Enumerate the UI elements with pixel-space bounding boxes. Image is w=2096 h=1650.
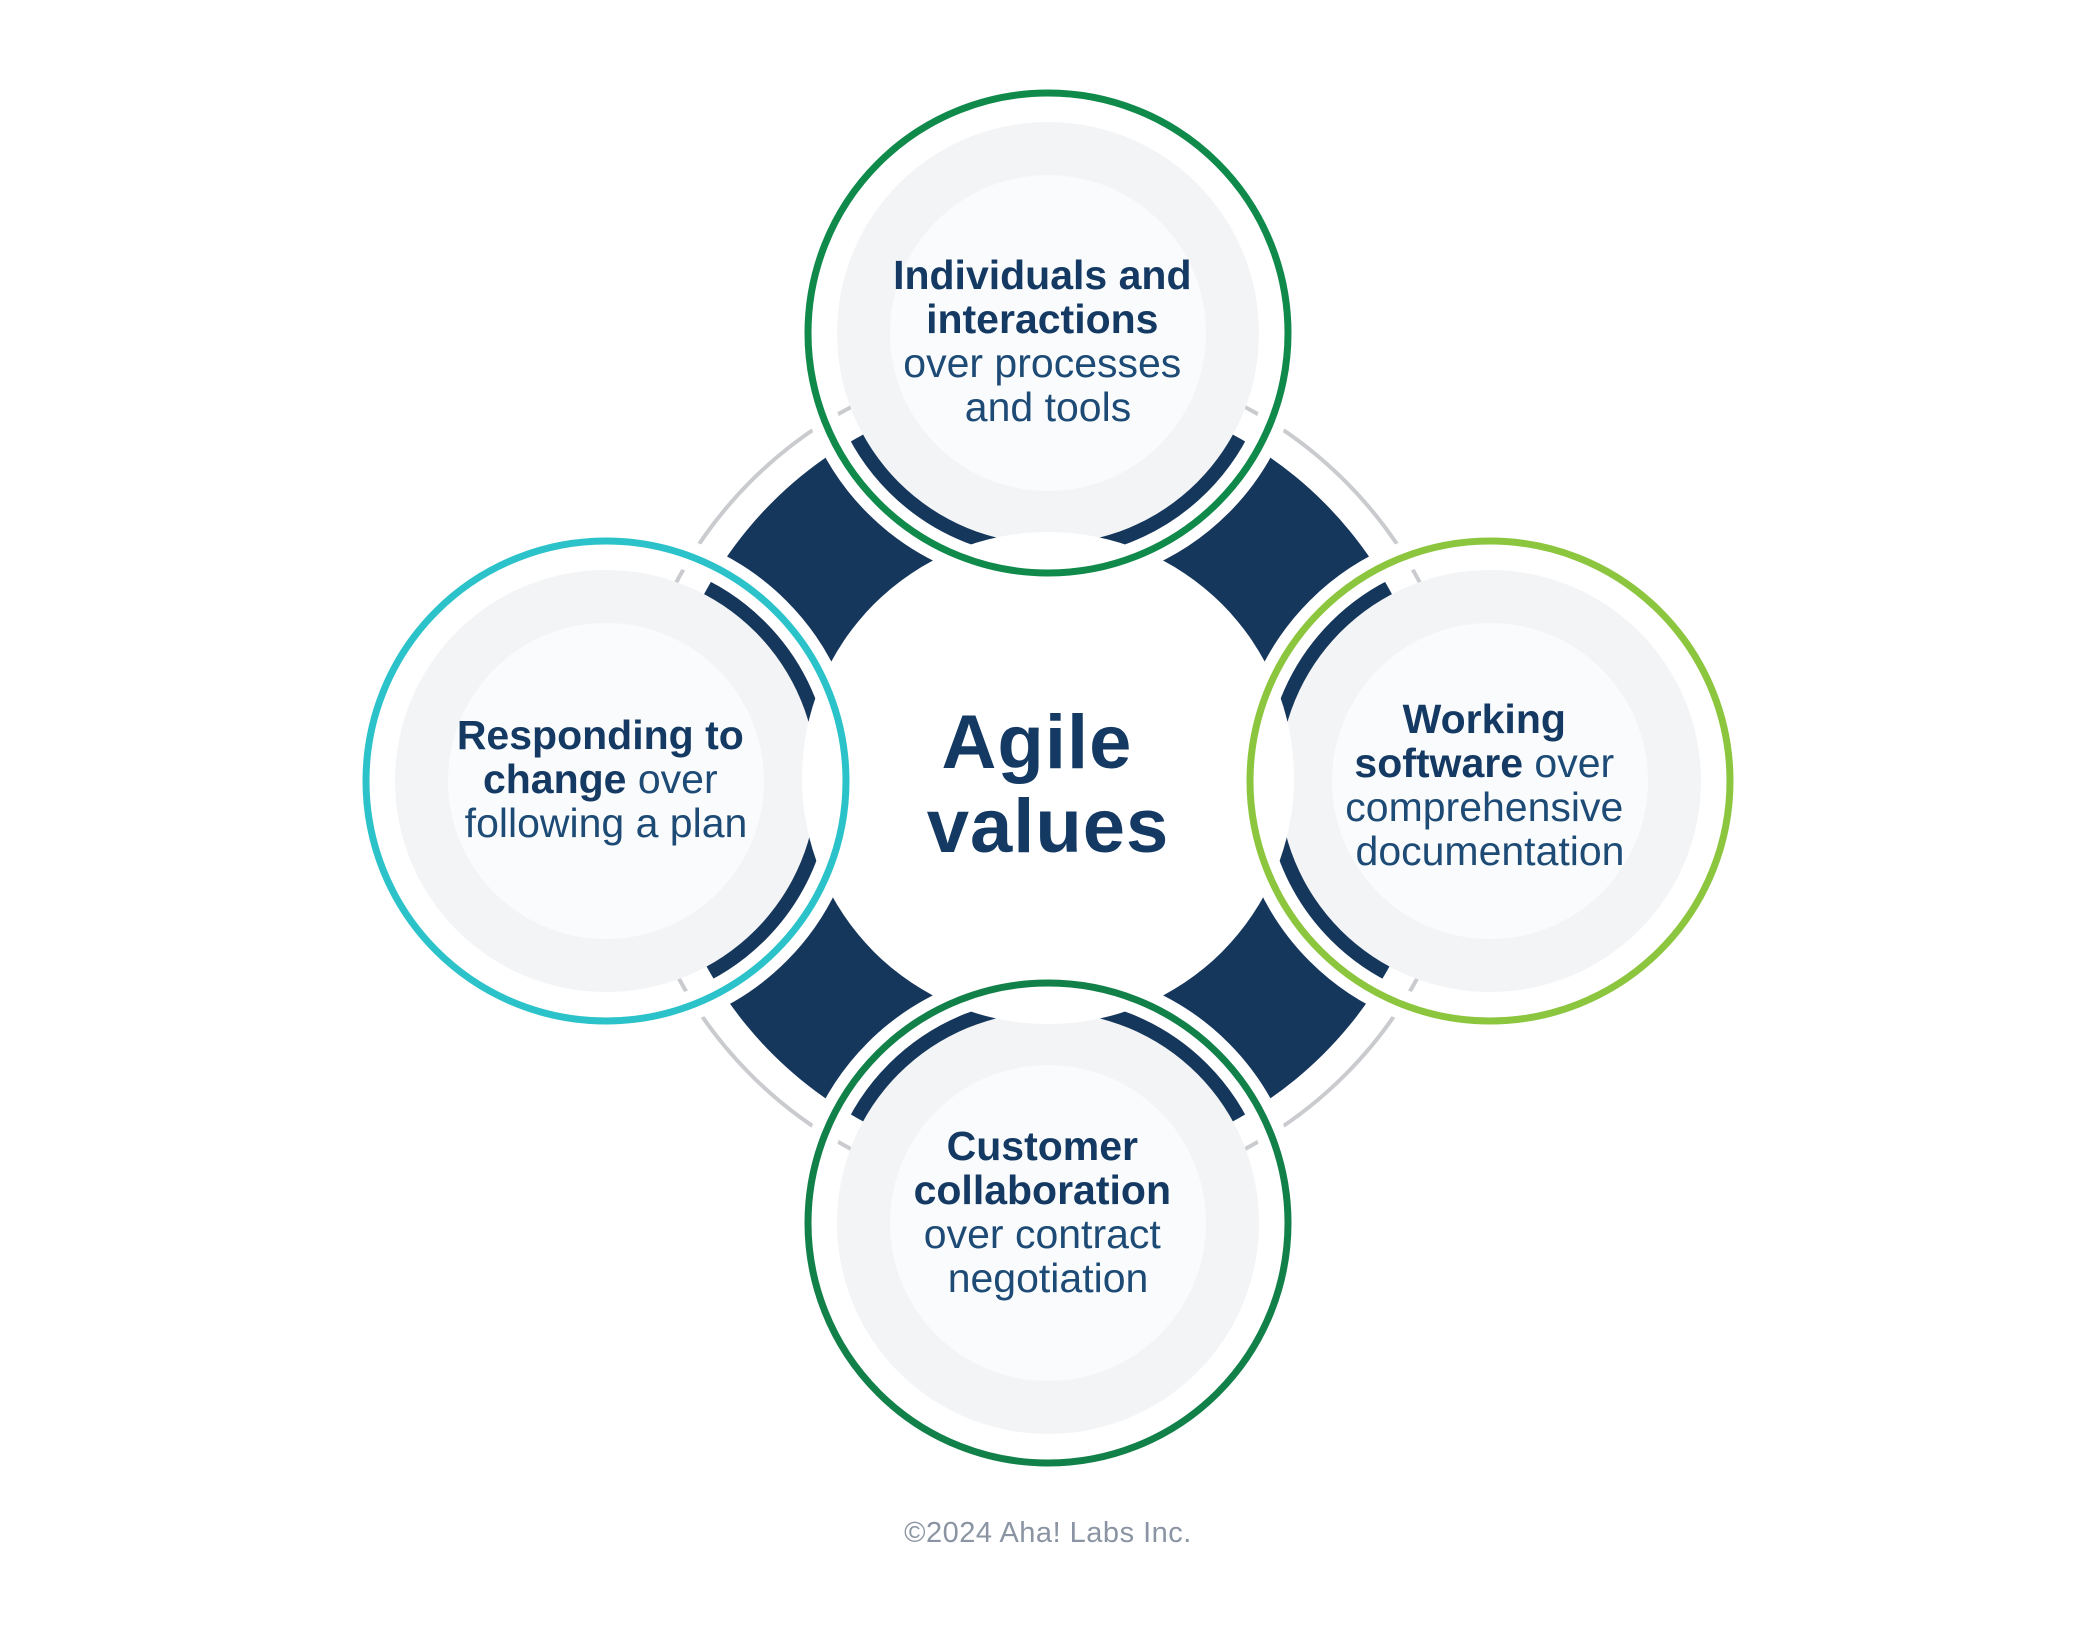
top-regular-line2: and tools — [965, 384, 1131, 430]
bottom-bold-line1: Customer — [947, 1123, 1138, 1169]
left-regular-line3: following a plan — [465, 800, 748, 846]
left-ring-cyan — [362, 537, 850, 1025]
right-circle-inner-fill — [1332, 623, 1648, 939]
bottom-circle-inner-fill — [890, 1065, 1206, 1381]
center-title-line1: Agile — [942, 700, 1133, 785]
left-bold-line2: change — [483, 756, 627, 802]
center-title-line2: values — [927, 784, 1170, 869]
right-circle-text: Working software over comprehensive docu… — [1345, 696, 1634, 874]
center-white-disk — [802, 532, 1294, 1024]
right-regular-line2-suffix: over — [1523, 740, 1614, 786]
center-title: Agile values — [927, 700, 1170, 869]
copyright-footer: ©2024 Aha! Labs Inc. — [904, 1517, 1192, 1549]
satellite-fills — [395, 122, 1701, 1434]
left-circle-text: Responding to change over following a pl… — [457, 712, 755, 846]
right-regular-line4: documentation — [1356, 828, 1625, 874]
colored-rings — [362, 89, 1734, 1467]
left-regular-line2-suffix: over — [626, 756, 717, 802]
bottom-circle-text: Customer collaboration over contract neg… — [914, 1123, 1183, 1301]
bottom-ring-green — [804, 979, 1292, 1467]
top-ring-green — [804, 89, 1292, 577]
right-ring-lime — [1246, 537, 1734, 1025]
right-bold-line2: software — [1354, 740, 1523, 786]
bottom-bold-line2: collaboration — [914, 1167, 1171, 1213]
bottom-regular-line1: over contract — [924, 1211, 1162, 1257]
top-circle-text: Individuals and interactions over proces… — [893, 252, 1203, 430]
left-circle-inner-fill — [448, 623, 764, 939]
top-bold-line2: interactions — [926, 296, 1158, 342]
right-regular-line3: comprehensive — [1345, 784, 1623, 830]
top-regular-line1: over processes — [903, 340, 1181, 386]
top-circle-inner-fill — [890, 175, 1206, 491]
right-bold-line1: Working — [1403, 696, 1566, 742]
bottom-regular-line2: negotiation — [948, 1255, 1149, 1301]
left-bold-line1: Responding to — [457, 712, 744, 758]
top-bold-line1: Individuals and — [893, 252, 1191, 298]
